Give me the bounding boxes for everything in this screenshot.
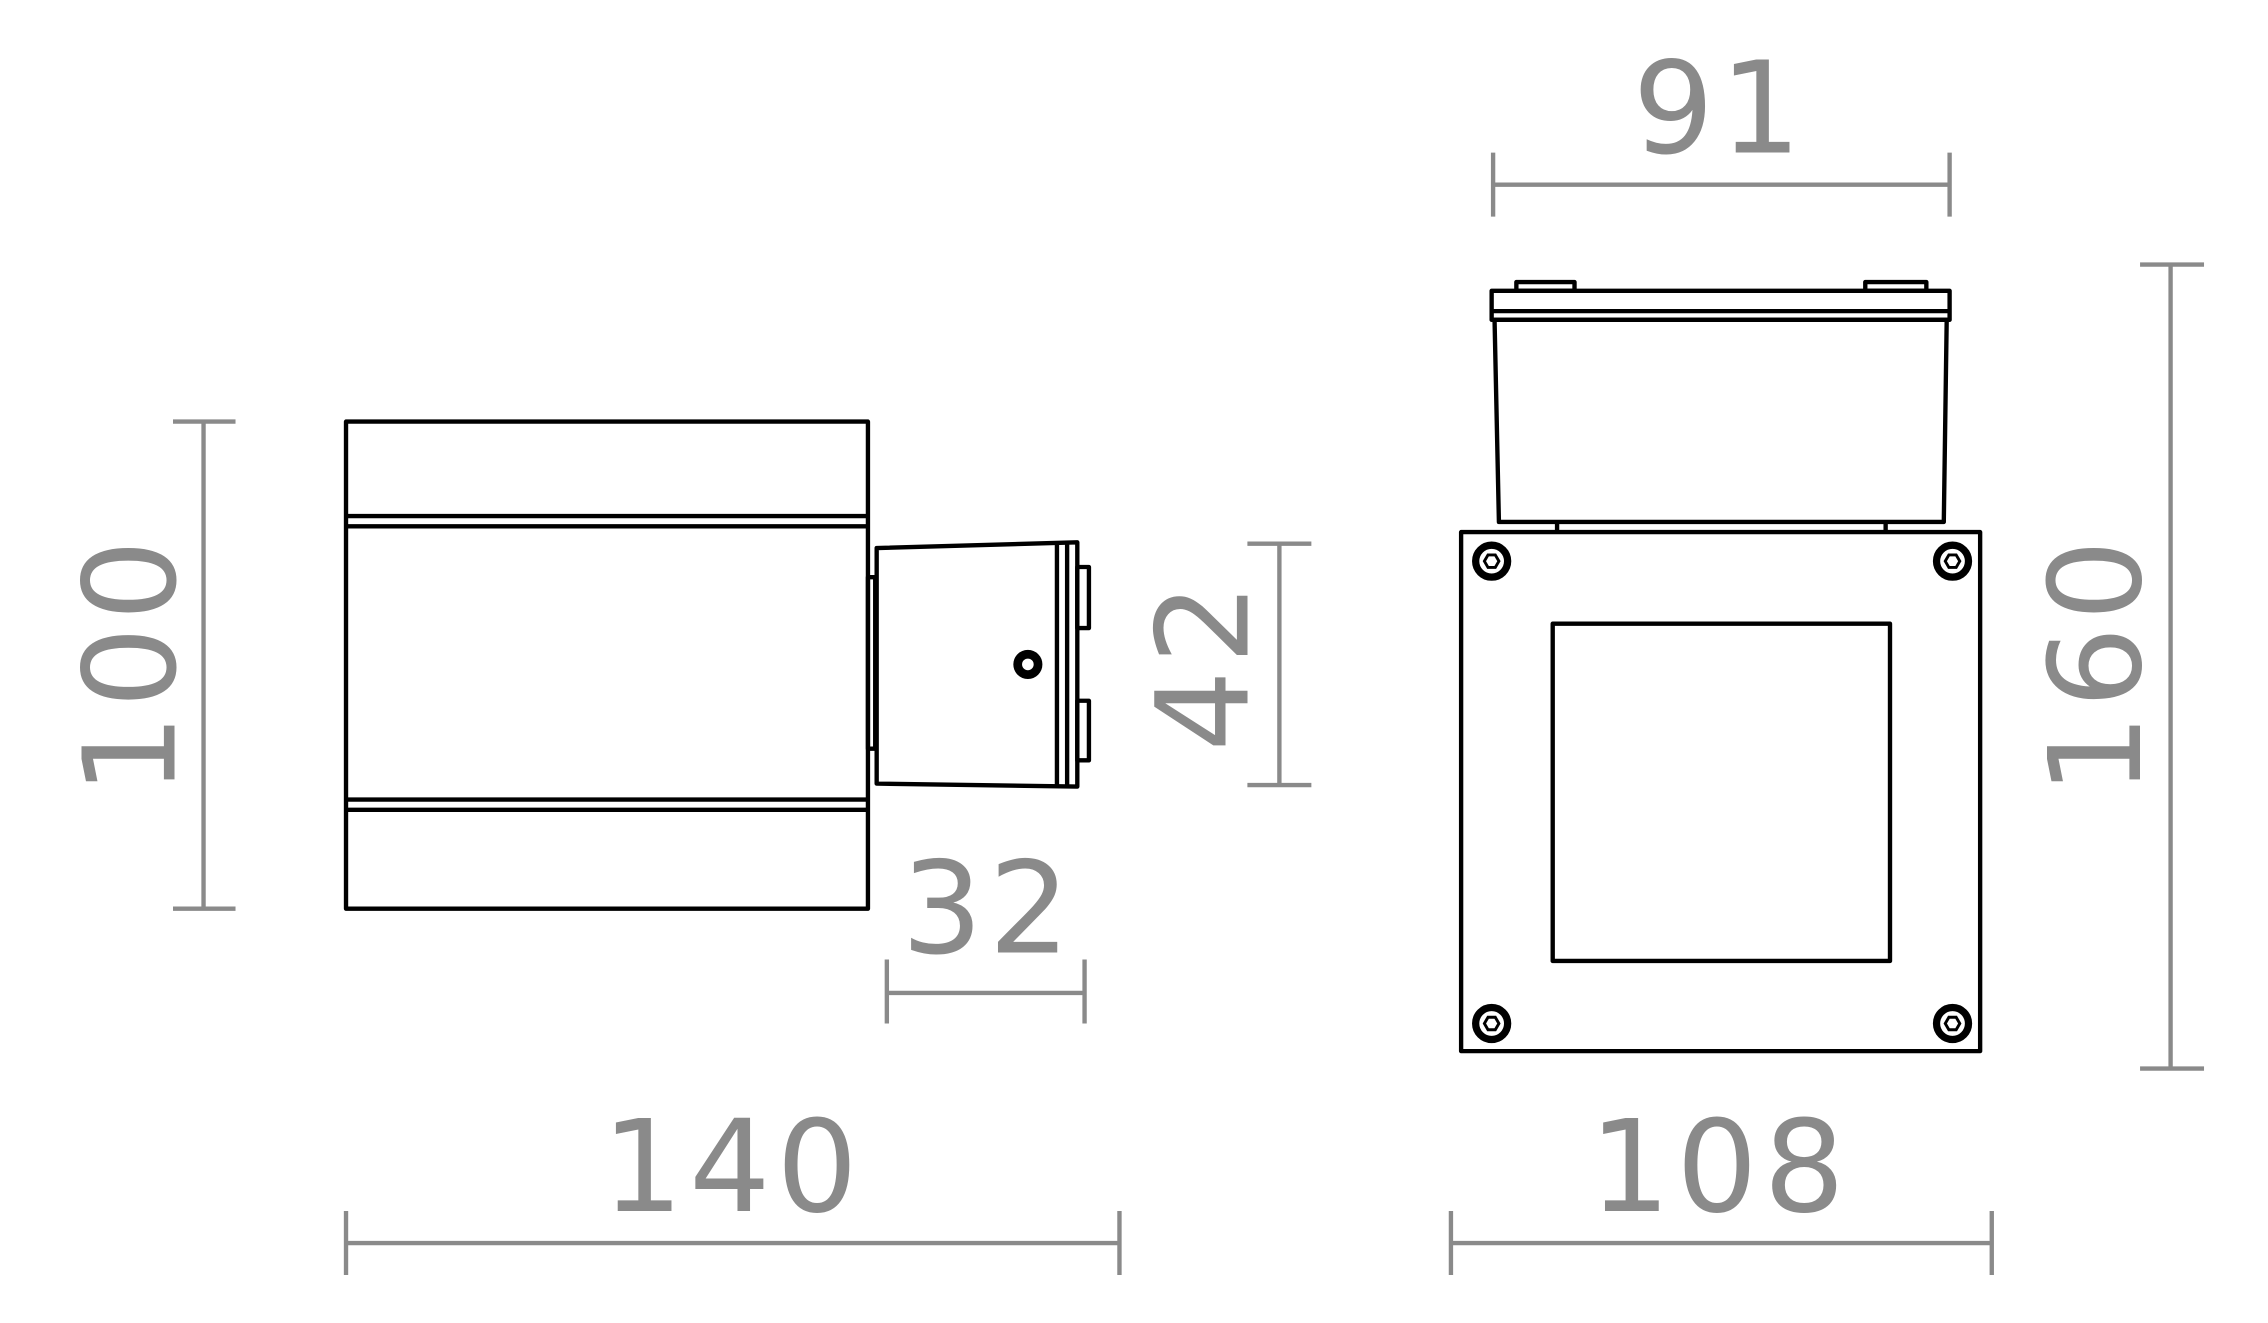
screw-icon <box>1472 541 1512 581</box>
dimension-label: 108 <box>1589 1093 1851 1242</box>
mount-tab-top <box>1075 564 1092 631</box>
dimension-label: 91 <box>1633 35 1807 184</box>
top-cap <box>1489 288 1952 323</box>
screw-icon <box>1932 1003 1973 1044</box>
screw-icon <box>1932 541 1973 581</box>
light-window <box>1550 621 1893 964</box>
mount-connector <box>865 574 878 751</box>
dimension-label: 32 <box>901 834 1075 983</box>
front-view <box>1458 279 1983 1054</box>
mount-screw-icon <box>1013 649 1043 679</box>
dimension-label: 100 <box>56 534 205 796</box>
screw-icon <box>1472 1003 1512 1044</box>
mount-bracket <box>874 540 1080 789</box>
side-body <box>343 419 871 911</box>
dimension-side-width: 140 <box>343 1093 1122 1276</box>
dimension-label: 42 <box>1129 577 1278 751</box>
housing-body <box>1492 317 1949 525</box>
dimension-front-width: 108 <box>1448 1093 1994 1276</box>
base-plate <box>1458 529 1983 1054</box>
dimension-front-top-width: 91 <box>1490 35 1952 217</box>
mount-tab-bottom <box>1075 698 1092 763</box>
dimension-side-height: 100 <box>56 419 236 911</box>
dimension-front-height: 160 <box>2022 262 2205 1071</box>
dimension-label: 160 <box>2022 534 2171 796</box>
dimension-mount-depth: 32 <box>884 834 1087 1024</box>
dimension-mount-height: 42 <box>1129 541 1312 788</box>
dimension-label: 140 <box>602 1093 864 1242</box>
side-view <box>343 419 1092 911</box>
